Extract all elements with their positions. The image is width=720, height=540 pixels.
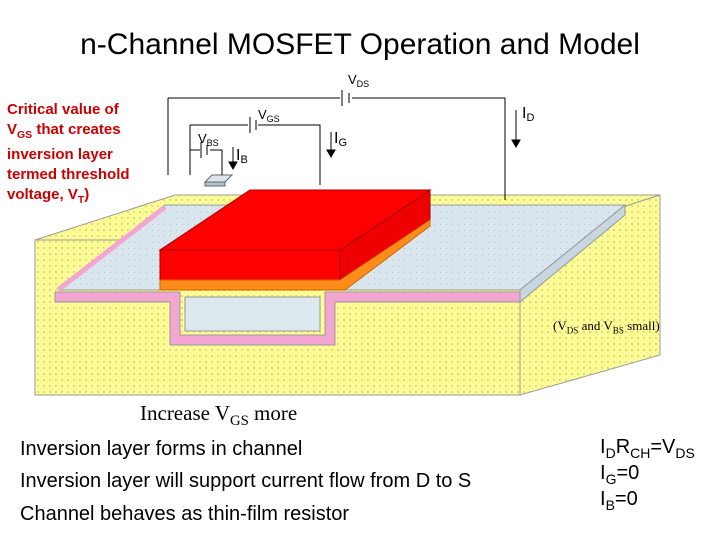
page-title: n-Channel MOSFET Operation and Model bbox=[80, 28, 640, 61]
ib-arrow bbox=[228, 147, 238, 171]
description-line: Channel behaves as thin-film resistor bbox=[20, 503, 350, 525]
id-label: ID bbox=[522, 105, 534, 124]
body-contact bbox=[203, 174, 234, 183]
threshold-note-line: Critical value of bbox=[7, 101, 119, 118]
vbs-label: VBS bbox=[198, 131, 219, 148]
inversion-region bbox=[184, 296, 321, 332]
circuit-wires bbox=[167, 97, 506, 200]
gate-bottom-layer bbox=[159, 219, 431, 291]
increase-heading: Increase VGS more bbox=[140, 401, 298, 430]
vgs-battery bbox=[249, 117, 257, 133]
threshold-note-line: inversion layer bbox=[7, 146, 113, 163]
id-arrow bbox=[511, 110, 521, 149]
inversion-outline bbox=[56, 205, 167, 292]
threshold-note-line: VGS that creates bbox=[7, 121, 121, 141]
ig-arrow bbox=[326, 132, 336, 159]
threshold-note-line: voltage, VT) bbox=[7, 186, 90, 206]
threshold-note-line: termed threshold bbox=[7, 166, 130, 183]
channel-profile bbox=[54, 291, 521, 346]
condition-note: (VDS and VBS small) bbox=[553, 318, 660, 336]
description-line: Inversion layer forms in channel bbox=[20, 438, 303, 460]
threshold-note: Critical value of VGS that creates inver… bbox=[7, 100, 167, 210]
equation-id: IDRCH=VDS bbox=[600, 436, 695, 461]
ig-label: IG bbox=[334, 130, 347, 149]
ib-label: IB bbox=[236, 147, 248, 166]
description-line: Inversion layer will support current flo… bbox=[20, 470, 472, 492]
vgs-label: VGS bbox=[258, 107, 280, 124]
equation-ig: IG=0 bbox=[600, 462, 640, 487]
equation-ib: IB=0 bbox=[600, 488, 638, 513]
body-contact-front bbox=[204, 181, 226, 187]
gate-front bbox=[159, 249, 341, 281]
vbs-battery bbox=[200, 142, 208, 158]
vds-battery bbox=[341, 90, 350, 106]
vds-label: VDS bbox=[348, 72, 369, 89]
